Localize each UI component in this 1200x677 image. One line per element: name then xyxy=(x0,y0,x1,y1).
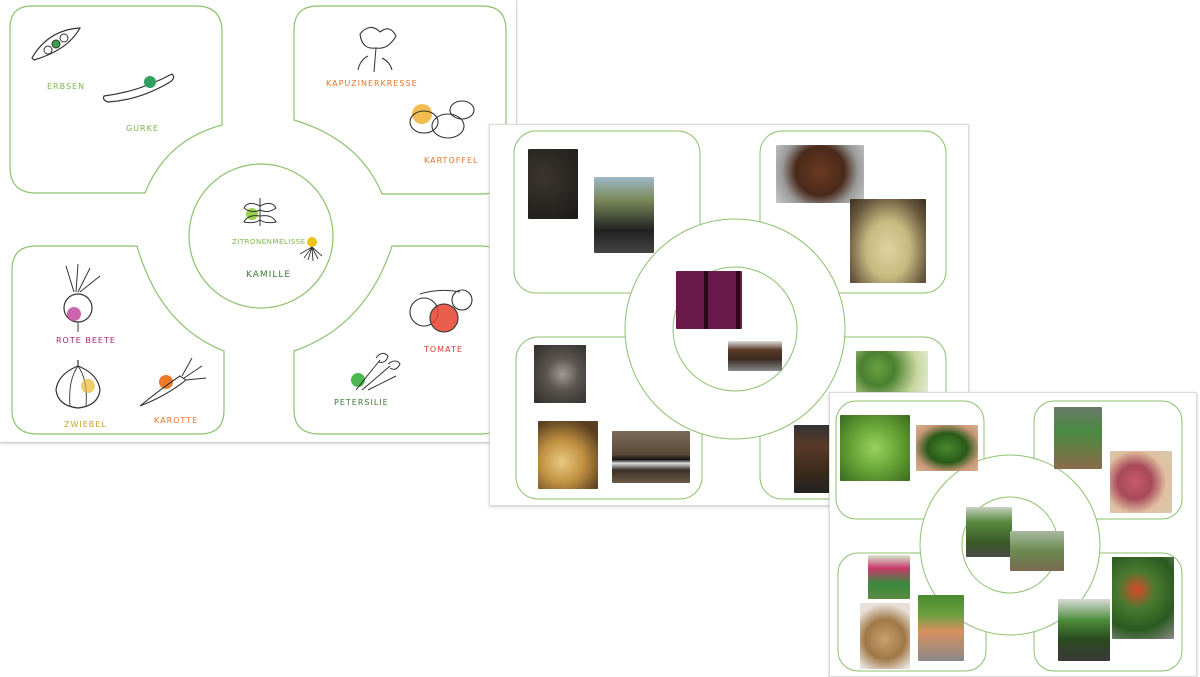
pot-soil-photo xyxy=(728,341,782,371)
label-kartoffel: KARTOFFEL xyxy=(424,156,479,165)
pea-pod-icon xyxy=(31,27,82,61)
sown-seed-photo xyxy=(534,345,586,403)
seeded-soil-photo xyxy=(528,149,578,219)
lemon-balm-icon xyxy=(243,198,277,226)
label-zitronenmelisse: ZITRONENMELISSE xyxy=(232,238,306,246)
potato-icon xyxy=(409,100,475,139)
illustrated-garden-plan: ERBSEN GURKE KAPUZINERKRESSE KARTOFFEL Z… xyxy=(0,0,517,443)
seedling-tray-photo xyxy=(594,177,654,253)
pea-pods-photo xyxy=(840,415,910,481)
nasturtium-icon xyxy=(357,26,397,73)
label-zwiebel: ZWIEBEL xyxy=(64,420,107,429)
harvest-photo-plan xyxy=(829,392,1197,677)
label-kamille: KAMILLE xyxy=(246,270,292,280)
herb-bush-photo xyxy=(1010,531,1064,571)
label-tomate: TOMATE xyxy=(424,345,463,354)
onion-sets-photo xyxy=(538,421,598,489)
tomato-plant-photo xyxy=(1112,557,1174,639)
parsley-icon xyxy=(351,352,401,391)
label-petersilie: PETERSILIE xyxy=(334,398,389,407)
tomato-icon xyxy=(409,289,473,333)
chamomile-icon xyxy=(299,237,323,262)
label-gurke: GURKE xyxy=(126,124,159,133)
carrot-icon xyxy=(139,357,207,407)
label-kapuzinerkresse: KAPUZINERKRESSE xyxy=(326,79,418,88)
potatoes-photo xyxy=(1110,451,1172,513)
parsley-pot-photo xyxy=(1058,599,1110,661)
cucumber-icon xyxy=(102,73,175,103)
cucumbers-photo xyxy=(916,425,978,471)
young-plants-photo xyxy=(856,351,928,395)
soil-pot-photo xyxy=(776,145,864,203)
carrots-photo xyxy=(918,595,964,661)
seed-tray-photo xyxy=(794,425,834,493)
label-rote-beete: ROTE BEETE xyxy=(56,336,116,345)
beet-plant-photo xyxy=(868,555,910,599)
beetroot-icon xyxy=(63,263,101,332)
label-erbsen: ERBSEN xyxy=(47,82,86,91)
label-karotte: KAROTTE xyxy=(154,416,199,425)
onion-icon xyxy=(55,360,101,409)
seed-row-photo xyxy=(612,431,690,483)
seed-cells-photo xyxy=(676,271,742,329)
sprouting-potato-photo xyxy=(850,199,926,283)
onions-photo xyxy=(860,603,910,669)
nasturtium-plant-photo xyxy=(1054,407,1102,469)
herb-pot-photo xyxy=(966,507,1012,557)
